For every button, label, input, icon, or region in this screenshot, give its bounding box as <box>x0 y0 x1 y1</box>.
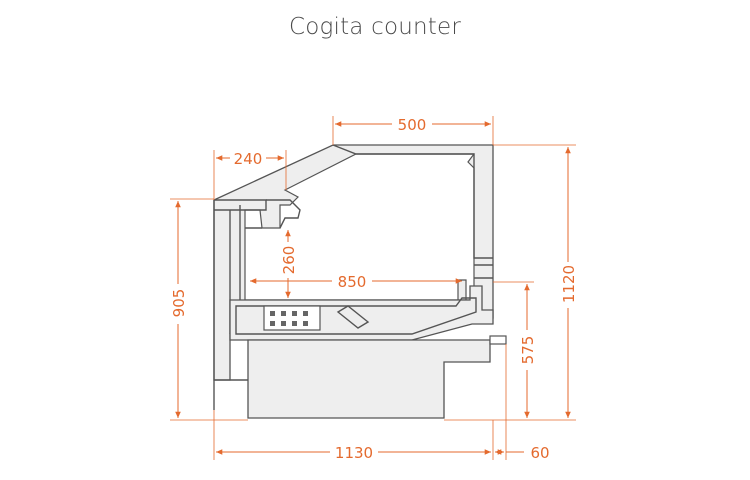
dim-label-1130: 1130 <box>335 444 373 462</box>
dimension-lines: 500 240 260 850 905 1120 575 <box>169 114 578 462</box>
upper-shelf <box>266 199 301 229</box>
tray-handle <box>336 305 370 329</box>
base-cabinet <box>247 339 491 419</box>
dim-label-60: 60 <box>530 444 549 462</box>
control-panel <box>263 305 321 331</box>
dim-label-905: 905 <box>170 289 188 318</box>
dim-label-500: 500 <box>398 116 427 134</box>
diagram-title: Cogita counter <box>288 14 462 40</box>
front-ledge <box>489 335 507 345</box>
top-glass-bracket <box>332 144 474 155</box>
dim-label-850: 850 <box>338 273 367 291</box>
dim-label-1120: 1120 <box>560 265 578 303</box>
control-buttons <box>270 311 308 326</box>
dim-label-240: 240 <box>234 150 263 168</box>
right-post <box>473 154 493 259</box>
dim-label-575: 575 <box>519 336 537 365</box>
counter-body <box>213 144 507 419</box>
dim-label-260: 260 <box>280 246 298 275</box>
